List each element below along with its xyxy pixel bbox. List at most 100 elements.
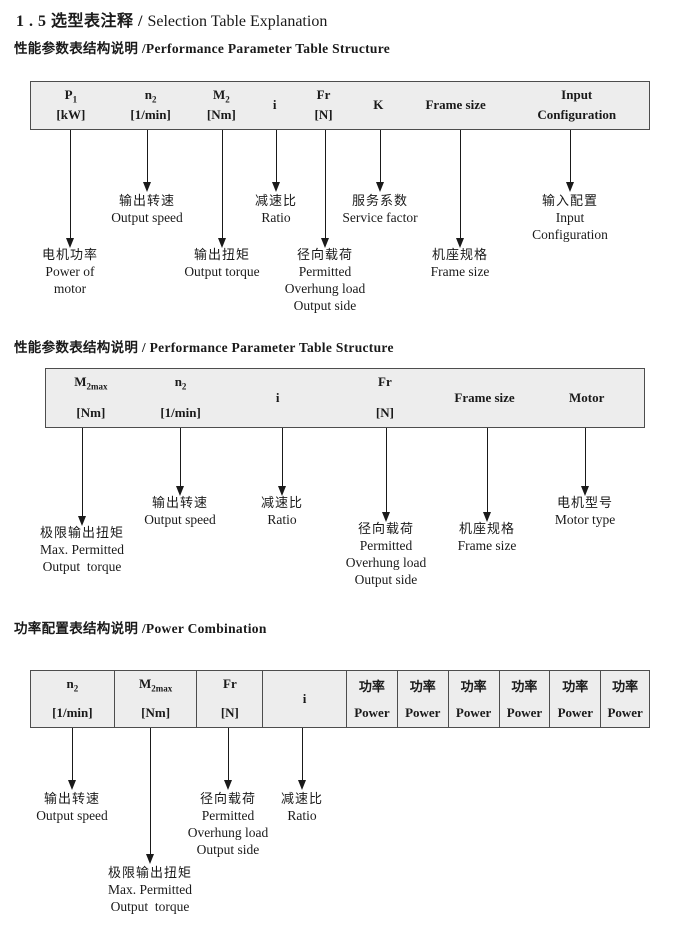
callout-label-line: 输出扭矩 (193, 247, 250, 262)
page-title: 1 . 5 选型表注释 / Selection Table Explanatio… (16, 7, 327, 31)
callout-label-line: motor (53, 281, 87, 296)
callout-label-line: 电机型号 (556, 495, 613, 510)
down-arrow-line (69, 130, 71, 238)
table-column-header: M2[Nm] (190, 82, 252, 129)
callout-label-line: 径向载荷 (357, 521, 415, 536)
callout-label-line: 输出转速 (118, 193, 175, 208)
down-arrow-line (179, 428, 181, 486)
down-arrow-icon (66, 238, 74, 248)
down-arrow-icon (176, 486, 184, 496)
callout-label-line: Ratio (287, 808, 317, 823)
column-symbol: Motor (569, 389, 605, 405)
callout-label: 机座规格 Frame size (431, 246, 490, 280)
callout-label-line: 径向载荷 (296, 247, 354, 262)
column-symbol: Fr (378, 374, 392, 389)
down-arrow-line (569, 130, 571, 182)
table-column-header: P1[kW] (31, 82, 111, 129)
column-symbol: 功率 (460, 679, 487, 694)
callout-label-line: 径向载荷 (199, 791, 257, 806)
callout-label-line: Max. Permitted (107, 882, 192, 897)
callout-label-line: Permitted (201, 808, 255, 823)
down-arrow-line (459, 130, 461, 238)
down-arrow-icon (143, 182, 151, 192)
callout-label-line: Overhung load (187, 825, 269, 840)
callout-label-line: Motor type (554, 512, 616, 527)
column-symbol: M2 (212, 87, 230, 105)
table-column-header: i (225, 369, 330, 427)
down-arrow-icon (581, 486, 589, 496)
callout-label-line: Power of (45, 264, 95, 279)
column-unit: Power (405, 705, 441, 720)
down-arrow-line (146, 130, 148, 182)
down-arrow-line (81, 428, 83, 516)
table-column-header: Fr[N] (196, 671, 262, 727)
table-column-header: n2[1/min] (136, 369, 226, 427)
column-symbol: 功率 (511, 679, 538, 694)
callout-label-line: 输出转速 (151, 495, 208, 510)
down-arrow-line (221, 130, 223, 238)
down-arrow-icon (68, 780, 76, 790)
column-symbol: Frame size (454, 389, 515, 405)
down-arrow-icon (321, 238, 329, 248)
down-arrow-icon (382, 512, 390, 522)
callout-label-line: Overhung load (345, 555, 427, 570)
table-column-header: K (350, 82, 407, 129)
callout-label-line: 输出转速 (43, 791, 100, 806)
power-combination-callouts: 输出转速 Output speed 极限输出扭矩 Max. Permitted Outp… (0, 728, 695, 931)
callout-label: 减速比 Ratio (281, 790, 323, 824)
column-unit: [Nm] (76, 405, 106, 420)
down-arrow-icon (566, 182, 574, 192)
table-column-header: Frame size (440, 369, 530, 427)
callout-label-line: Output side (196, 842, 260, 857)
callout-label: 电机功率 Power of motor (42, 246, 98, 297)
callout-label-line: 机座规格 (431, 247, 489, 262)
callout-label-line: Output torque (184, 264, 260, 279)
table-column-header: i (252, 82, 297, 129)
down-arrow-line (71, 728, 73, 780)
column-unit: [N] (220, 705, 239, 720)
down-arrow-line (584, 428, 586, 486)
down-arrow-icon (146, 854, 154, 864)
callout-label-line: 电机功率 (41, 247, 99, 262)
callout-label-line: Output speed (36, 808, 108, 823)
column-symbol: P1 (64, 87, 78, 105)
callout-label-line: Ratio (267, 512, 297, 527)
callout-label-line: Overhung load (284, 281, 366, 296)
callout-label-line: 极限输出扭矩 (107, 865, 193, 880)
down-arrow-icon (376, 182, 384, 192)
down-arrow-icon (456, 238, 464, 248)
callout-label-line: Ratio (261, 210, 291, 225)
down-arrow-icon (218, 238, 226, 248)
callout-label-line: Input (555, 210, 585, 225)
table-column-header: Motor (529, 369, 644, 427)
callout-label-line: Frame size (430, 264, 490, 279)
column-symbol: 功率 (409, 679, 436, 694)
down-arrow-icon (483, 512, 491, 522)
callout-label: 电机型号 Motor type (555, 494, 615, 528)
page-title-zh: 1 . 5 选型表注释 / (16, 13, 148, 30)
column-symbol: K (373, 97, 384, 112)
down-arrow-icon (272, 182, 280, 192)
table-column-header: i (262, 671, 346, 727)
table-column-header: n2[1/min] (31, 671, 114, 727)
column-symbol: Fr (316, 87, 331, 102)
column-symbol: Input (561, 87, 593, 102)
down-arrow-line (486, 428, 488, 512)
callout-label-line: Permitted (359, 538, 413, 553)
callout-label-line: 减速比 (280, 791, 324, 806)
table-column-header: Fr[N] (297, 82, 350, 129)
column-unit: [1/min] (52, 705, 93, 720)
table-column-header: 功率 Power (396, 671, 448, 727)
column-symbol: 功率 (562, 679, 589, 694)
